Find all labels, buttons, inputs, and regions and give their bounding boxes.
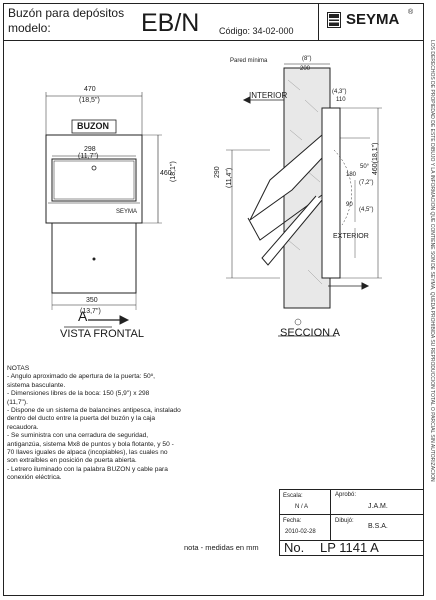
- note-line: sistema basculante.: [7, 381, 66, 389]
- title-line-2: modelo:: [8, 21, 51, 35]
- front-height-in: (18,1"): [170, 161, 177, 182]
- front-view-title: VISTA FRONTAL: [60, 328, 144, 340]
- note-line: recaudora.: [7, 423, 39, 431]
- section-a-body: [226, 63, 382, 337]
- date-value: 2010-02-28: [285, 529, 316, 535]
- drawing-number-label: No.: [284, 540, 305, 555]
- dim-460-in: 460(18,1"): [372, 142, 379, 175]
- note-line: - Letrero iluminado con la palabra BUZON…: [7, 465, 168, 473]
- title-line-1: Buzón para depósitos: [8, 6, 125, 20]
- notes-heading: NOTAS: [7, 365, 30, 372]
- dim-180: 180: [346, 172, 357, 178]
- section-view-title: SECCION A: [280, 327, 340, 339]
- dim-110: 110: [336, 97, 346, 103]
- approved-value: J.A.M.: [368, 503, 388, 510]
- seyma-logo-icon: [327, 12, 341, 28]
- dim-11-4-in: (11,4"): [226, 167, 233, 188]
- dim-4-5-in: (4,5"): [359, 207, 374, 213]
- buzon-sign-label: BUZON: [77, 121, 109, 131]
- wall-thickness-mm: 200: [300, 66, 311, 72]
- note-line: conexión eléctrica.: [7, 474, 62, 482]
- scale-value: N / A: [295, 504, 309, 510]
- units-note: nota - medidas en mm: [184, 543, 259, 552]
- note-line: antiganzúa, sistema Mx8 de puntos y bola…: [7, 440, 174, 448]
- note-line: dentro del ducto entre la puerta del buz…: [7, 415, 156, 423]
- drawn-value: B.S.A.: [368, 523, 388, 530]
- drawing-number: LP 1141 A: [320, 540, 379, 555]
- brand-registered-mark: ®: [408, 9, 414, 16]
- exterior-label: EXTERIOR: [333, 233, 369, 240]
- note-line: son extraíbles en posición de puerta abi…: [7, 457, 137, 465]
- front-width-mm: 470: [84, 86, 96, 93]
- section-marker-letter: A: [78, 308, 88, 324]
- mouth-width-mm: 298: [84, 146, 96, 153]
- dim-4-3-in: (4,3"): [332, 89, 347, 95]
- model-name: EB/N: [141, 9, 200, 37]
- header-divider: [3, 40, 424, 41]
- dim-90: 90: [346, 202, 353, 208]
- front-width-in: (18,5"): [79, 97, 100, 104]
- door-angle: 50°: [360, 164, 370, 170]
- title-block-number-cell: [279, 540, 424, 556]
- brand-name: SEYMA: [346, 11, 400, 28]
- side-copyright-note: LOS DERECHOS DE PROPIEDAD DE ESTE DIBUJO…: [429, 40, 435, 482]
- dim-7-2-in: (7,2"): [359, 180, 374, 186]
- front-brand-small: SEYMA: [116, 209, 138, 215]
- scale-label: Escala:: [283, 493, 303, 499]
- note-line: - Dispone de un sistema de balancines an…: [7, 407, 181, 415]
- notes-block: NOTAS - Angulo aproximado de apertura de…: [7, 365, 269, 483]
- interior-label: INTERIOR: [249, 91, 288, 100]
- approved-label: Aprobó:: [335, 492, 357, 498]
- header-logo-divider: [318, 3, 319, 40]
- base-width-in: (13,7"): [80, 308, 101, 315]
- date-label: Fecha:: [283, 518, 302, 524]
- note-line: - Angulo aproximado de apertura de la pu…: [7, 373, 155, 381]
- note-line: (11,7").: [7, 398, 28, 406]
- note-line: - Dimensiones libres de la boca: 150 (5,…: [7, 390, 150, 398]
- dim-290: 290: [214, 166, 221, 178]
- note-line: 70 llaves iguales de alpaca (incopiables…: [7, 449, 168, 457]
- front-height-mm: 460: [160, 170, 172, 177]
- note-line: - Se suministra con una cerradura de seg…: [7, 432, 149, 440]
- product-code: Código: 34-02-000: [219, 26, 294, 36]
- base-width-mm: 350: [86, 297, 98, 304]
- front-view-body: [45, 92, 162, 328]
- wall-min-label: Pared mínima: [230, 58, 268, 64]
- wall-thickness-in: (8"): [302, 56, 312, 62]
- technical-drawing: [45, 63, 382, 337]
- mouth-width-in: (11,7"): [78, 153, 99, 160]
- drawing-frame: [3, 3, 424, 596]
- drawn-label: Dibujó:: [335, 518, 354, 524]
